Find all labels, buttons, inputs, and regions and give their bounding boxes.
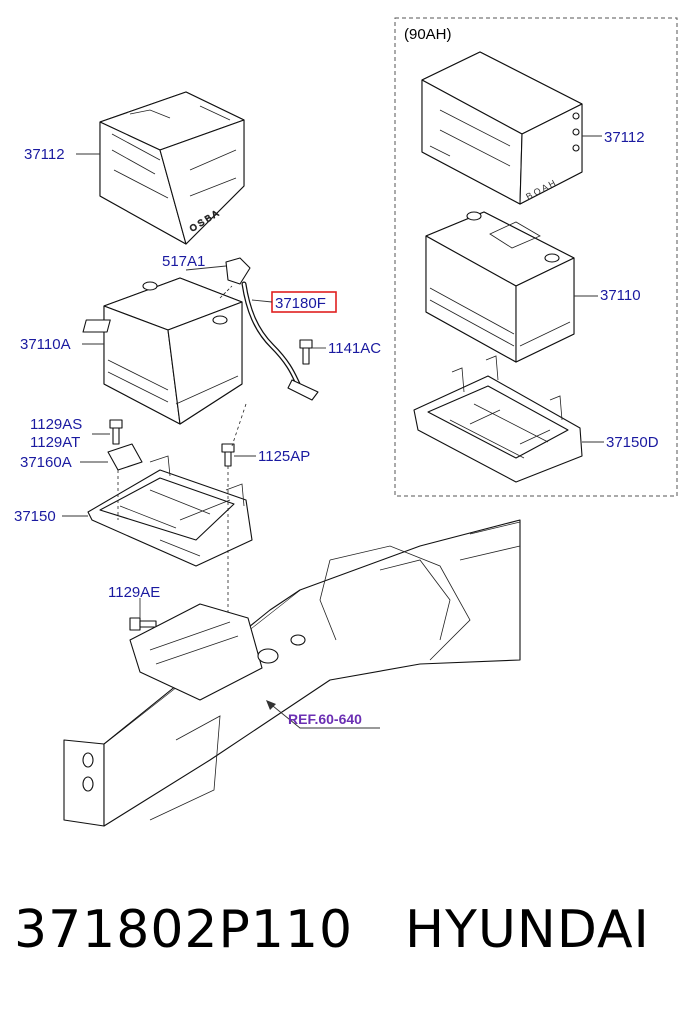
brand-name: HYUNDAI (405, 900, 650, 960)
clamp-37160a (107, 443, 143, 471)
battery-cover-right: B O A H (421, 51, 583, 205)
variant-frame (394, 17, 678, 497)
battery-right (425, 211, 575, 363)
label-1129at: 1129AT (30, 434, 80, 451)
tray-37150 (87, 455, 253, 567)
label-1129ae: 1129AE (108, 584, 160, 601)
label-1125ap: 1125AP (258, 448, 310, 465)
vehicle-frame (63, 519, 521, 827)
tray-37150d (413, 355, 583, 483)
caption-bar: 371802P110 HYUNDAI (0, 880, 691, 1000)
label-37112-left: 37112 (24, 146, 65, 163)
bolt-1125ap (221, 443, 235, 467)
label-37110: 37110 (600, 287, 641, 304)
label-37160a: 37160A (20, 454, 72, 471)
bolt-1141ac (299, 339, 313, 365)
battery-left (82, 277, 243, 425)
battery-cover-left: O S B A (99, 91, 245, 245)
label-517a1: 517A1 (162, 253, 205, 270)
part-number: 371802P110 (14, 900, 354, 960)
label-37180f: 37180F (275, 295, 326, 312)
parts-diagram: (90AH) O S B A 37112 37110A 517A1 37180F (14, 17, 678, 827)
screw-1129as (109, 419, 123, 445)
label-ref-60-640: REF.60-640 (288, 711, 362, 727)
label-37150d: 37150D (606, 434, 659, 451)
label-37112-right: 37112 (604, 129, 645, 146)
battery-cable (219, 257, 319, 401)
label-37150: 37150 (14, 508, 56, 525)
variant-note: (90AH) (404, 26, 452, 43)
bolt-1129ae (129, 617, 157, 631)
label-37110a: 37110A (20, 336, 71, 353)
label-1129as: 1129AS (30, 416, 82, 433)
label-1141ac: 1141AC (328, 340, 381, 357)
